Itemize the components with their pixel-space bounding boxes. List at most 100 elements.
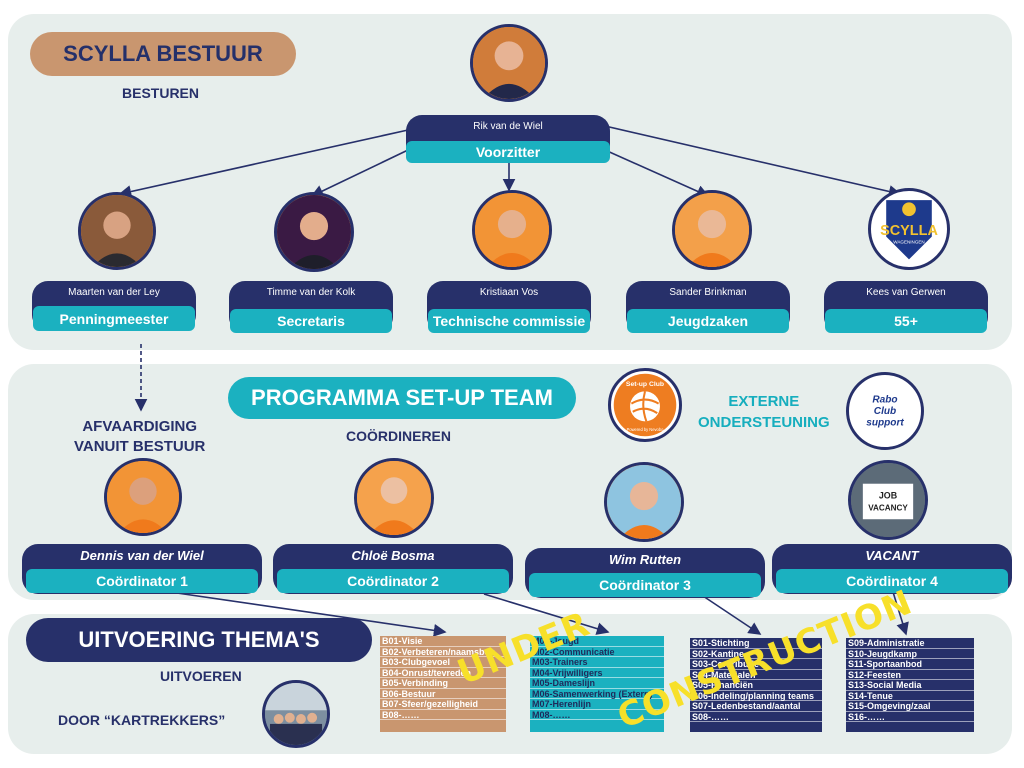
themes-m-list: M01-Jeugd M02-Communicatie M03-Trainers … <box>530 636 664 732</box>
theme-item: B02-Verbeteren/naamsbek. <box>380 647 506 657</box>
vacancy-line-2: VACANCY <box>868 503 908 512</box>
theme-item: S02-Kantine <box>690 649 822 659</box>
theme-item: S08-…… <box>690 712 822 722</box>
theme-item: S14-Tenue <box>846 691 974 701</box>
rabo-line-1: Rabo <box>872 394 897 405</box>
theme-item: B08-…… <box>380 710 506 720</box>
group-photo <box>262 680 330 748</box>
link-chair-55plus <box>604 125 902 198</box>
theme-item: S01-Stichting <box>690 638 822 649</box>
youth-card: Sander Brinkman Jeugdzaken <box>626 281 790 333</box>
execution-subtitle: UITVOEREN <box>160 668 242 684</box>
external-line-2: ONDERSTEUNING <box>698 414 830 431</box>
coordinator-4-card: VACANT Coördinator 4 <box>772 544 1012 594</box>
technical-role: Technische commissie <box>428 309 590 333</box>
theme-item: M05-Dameslijn <box>530 678 664 689</box>
board-subtitle: BESTUREN <box>122 85 200 101</box>
job-vacancy-photo: JOB VACANCY <box>848 460 928 540</box>
setup-club-logo: Set-up Club Powered by Nevobo <box>608 368 682 442</box>
theme-item: M07-Herenlijn <box>530 699 664 710</box>
theme-item: S13-Social Media <box>846 680 974 691</box>
coordinator-1-photo <box>104 458 182 536</box>
theme-item: M04-Vrijwilligers <box>530 668 664 678</box>
treasurer-role: Penningmeester <box>33 306 195 331</box>
technical-card: Kristiaan Vos Technische commissie <box>427 281 591 333</box>
coordinator-3-card: Wim Rutten Coördinator 3 <box>525 548 765 598</box>
youth-photo <box>672 190 752 270</box>
setup-logo-bottom: Powered by Nevobo <box>627 427 664 432</box>
55plus-card: Kees van Gerwen 55+ <box>824 281 988 333</box>
link-chair-treasurer <box>118 129 409 198</box>
link-coord2-themes <box>483 593 610 635</box>
theme-item: B01-Visie <box>380 636 506 647</box>
themes-b-list: B01-Visie B02-Verbeteren/naamsbek. B03-C… <box>380 636 506 732</box>
delegation-label: AFVAARDIGING VANUIT BESTUUR <box>74 417 205 457</box>
theme-item: S06-Indeling/planning teams <box>690 691 822 701</box>
coordinator-2-card: Chloë Bosma Coördinator 2 <box>273 544 513 594</box>
coordinator-2-photo <box>354 458 434 538</box>
link-coord4-themes <box>892 591 909 636</box>
treasurer-card: Maarten van der Ley Penningmeester <box>32 281 196 331</box>
program-title: PROGRAMMA SET-UP TEAM <box>228 377 576 419</box>
execution-by-label: DOOR “KARTREKKERS” <box>58 712 226 728</box>
theme-item: B07-Sfeer/gezelligheid <box>380 699 506 710</box>
coordinator-2-role: Coördinator 2 <box>277 569 509 593</box>
theme-item: M02-Communicatie <box>530 647 664 657</box>
chair-role: Voorzitter <box>406 141 610 163</box>
chair-photo <box>470 24 548 102</box>
scylla-logo-sub: WAGENINGEN <box>893 239 924 244</box>
secretary-photo <box>274 192 354 272</box>
coordinator-3-role: Coördinator 3 <box>529 573 761 597</box>
program-subtitle: COÖRDINEREN <box>346 428 452 444</box>
theme-item: S11-Sportaanbod <box>846 659 974 670</box>
theme-item: M06-Samenwerking (Extern) <box>530 689 664 699</box>
theme-item: S16-…… <box>846 712 974 722</box>
theme-item: S07-Ledenbestand/aantal <box>690 701 822 712</box>
external-label: EXTERNE ONDERSTEUNING <box>698 391 830 433</box>
coordinator-1-card: Dennis van der Wiel Coördinator 1 <box>22 544 262 594</box>
coordinator-4-role: Coördinator 4 <box>776 569 1008 593</box>
theme-item: M01-Jeugd <box>530 636 664 647</box>
themes-s2-list: S09-Administratie S10-Jeugdkamp S11-Spor… <box>846 638 974 732</box>
link-coord1-themes <box>169 591 447 637</box>
technical-photo <box>472 190 552 270</box>
theme-item: S09-Administratie <box>846 638 974 649</box>
theme-item: S15-Omgeving/zaal <box>846 701 974 712</box>
theme-item: S04-Materialen <box>690 670 822 680</box>
theme-item: B04-Onrust/tevreden <box>380 668 506 678</box>
theme-item: S03-Contributie <box>690 659 822 670</box>
coordinator-1-role: Coördinator 1 <box>26 569 258 593</box>
coordinator-3-photo <box>604 462 684 542</box>
theme-item: B03-Clubgevoel <box>380 657 506 668</box>
setup-logo-top: Set-up Club <box>626 381 664 388</box>
theme-item: S05-Financiën <box>690 680 822 691</box>
theme-item: S10-Jeugdkamp <box>846 649 974 659</box>
scylla-logo-text: SCYLLA <box>880 223 938 239</box>
secretary-card: Timme van der Kolk Secretaris <box>229 281 393 333</box>
external-line-1: EXTERNE <box>728 393 800 410</box>
link-chair-youth <box>604 149 710 198</box>
theme-item: B06-Bestuur <box>380 689 506 699</box>
55plus-role: 55+ <box>825 309 987 333</box>
rabo-line-2: Club <box>874 406 896 417</box>
scylla-logo: SCYLLA WAGENINGEN <box>868 188 950 270</box>
theme-item: B05-Verbinding <box>380 678 506 689</box>
secretary-role: Secretaris <box>230 309 392 333</box>
theme-item: M03-Trainers <box>530 657 664 668</box>
theme-item: M08-…… <box>530 710 664 720</box>
link-chair-secretary <box>310 149 409 197</box>
link-coord3-themes <box>699 593 762 635</box>
chair-card: Rik van de Wiel Voorzitter <box>406 115 610 163</box>
theme-item: S12-Feesten <box>846 670 974 680</box>
execution-title: UITVOERING THEMA'S <box>26 618 372 662</box>
youth-role: Jeugdzaken <box>627 309 789 333</box>
delegation-line-2: VANUIT BESTUUR <box>74 438 206 455</box>
vacancy-line-1: JOB <box>879 491 897 501</box>
delegation-line-1: AFVAARDIGING <box>82 418 198 435</box>
themes-s-list: S01-Stichting S02-Kantine S03-Contributi… <box>690 638 822 732</box>
board-title: SCYLLA BESTUUR <box>30 32 296 76</box>
rabo-line-3: support <box>866 417 904 428</box>
treasurer-photo <box>78 192 156 270</box>
rabo-club-support-logo: Rabo Club support <box>846 372 924 450</box>
